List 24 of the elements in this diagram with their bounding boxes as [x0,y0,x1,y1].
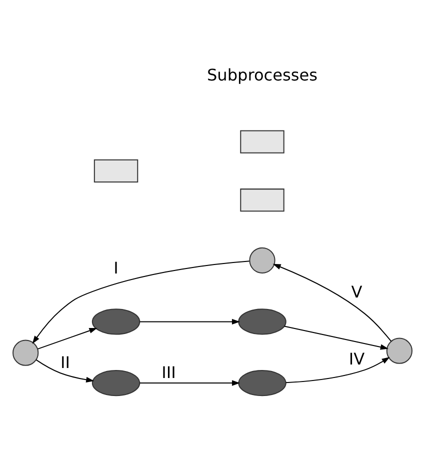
node-ellipse [238,369,286,396]
node-box [240,188,284,212]
arrow [32,260,249,344]
arrow [285,356,390,383]
edge-label: III [161,362,176,382]
arrow [284,325,388,350]
node-ellipse [91,369,140,396]
node-box [93,158,138,182]
node-circle [12,339,38,366]
node-circle [386,337,412,364]
arrow [272,263,391,342]
node-ellipse [238,308,286,334]
arrow [139,318,240,324]
node-ellipse [91,308,140,334]
edge-label: V [350,282,362,301]
arrow [35,358,94,382]
arrow [139,380,240,386]
node-box [240,130,284,153]
node-circle [248,246,275,273]
edge-label: II [60,352,70,372]
arrow [37,327,97,349]
label: Subprocesses [206,64,318,84]
edge-label: I [113,258,118,277]
edge-label: IV [348,349,364,368]
